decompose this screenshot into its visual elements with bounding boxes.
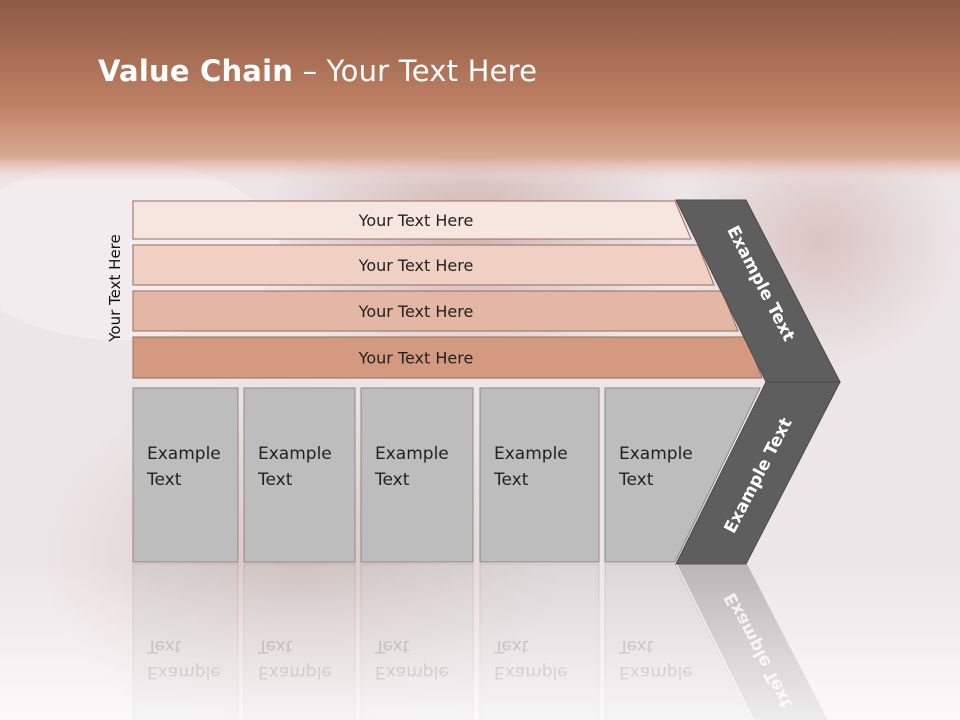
support-row-2[interactable] xyxy=(132,244,715,286)
primary-block-1[interactable] xyxy=(132,387,239,563)
primary-block-line1-4: Example xyxy=(494,444,568,464)
primary-block-line2-4: Text xyxy=(493,470,529,490)
primary-block-3[interactable] xyxy=(360,387,474,563)
primary-block-line2-1: Text xyxy=(146,470,182,490)
title-rest: – Your Text Here xyxy=(293,54,538,88)
title-bold: Value Chain xyxy=(98,54,294,88)
primary-block-line1-5: Example xyxy=(619,444,693,464)
side-label-text: Your Text Here xyxy=(106,234,124,342)
header-band xyxy=(0,0,960,185)
primary-block-line2-2: Text xyxy=(257,470,293,490)
support-row-3[interactable] xyxy=(132,290,739,332)
support-row-label-2: Your Text Here xyxy=(358,256,474,275)
primary-block-5[interactable] xyxy=(604,387,761,563)
reflection-fade xyxy=(0,563,960,720)
primary-block-4[interactable] xyxy=(479,387,600,563)
support-row-label-4: Your Text Here xyxy=(358,349,474,368)
primary-block-line2-3: Text xyxy=(374,470,410,490)
primary-block-line2-5: Text xyxy=(618,470,654,490)
support-row-1[interactable] xyxy=(132,200,692,240)
primary-block-2[interactable] xyxy=(243,387,356,563)
primary-block-line1-1: Example xyxy=(147,444,221,464)
support-row-label-3: Your Text Here xyxy=(358,302,474,321)
slide-title: Value Chain – Your Text Here xyxy=(98,54,537,88)
support-row-4[interactable] xyxy=(132,336,763,379)
primary-block-line1-3: Example xyxy=(375,444,449,464)
primary-block-line1-2: Example xyxy=(258,444,332,464)
support-row-label-1: Your Text Here xyxy=(358,211,474,230)
